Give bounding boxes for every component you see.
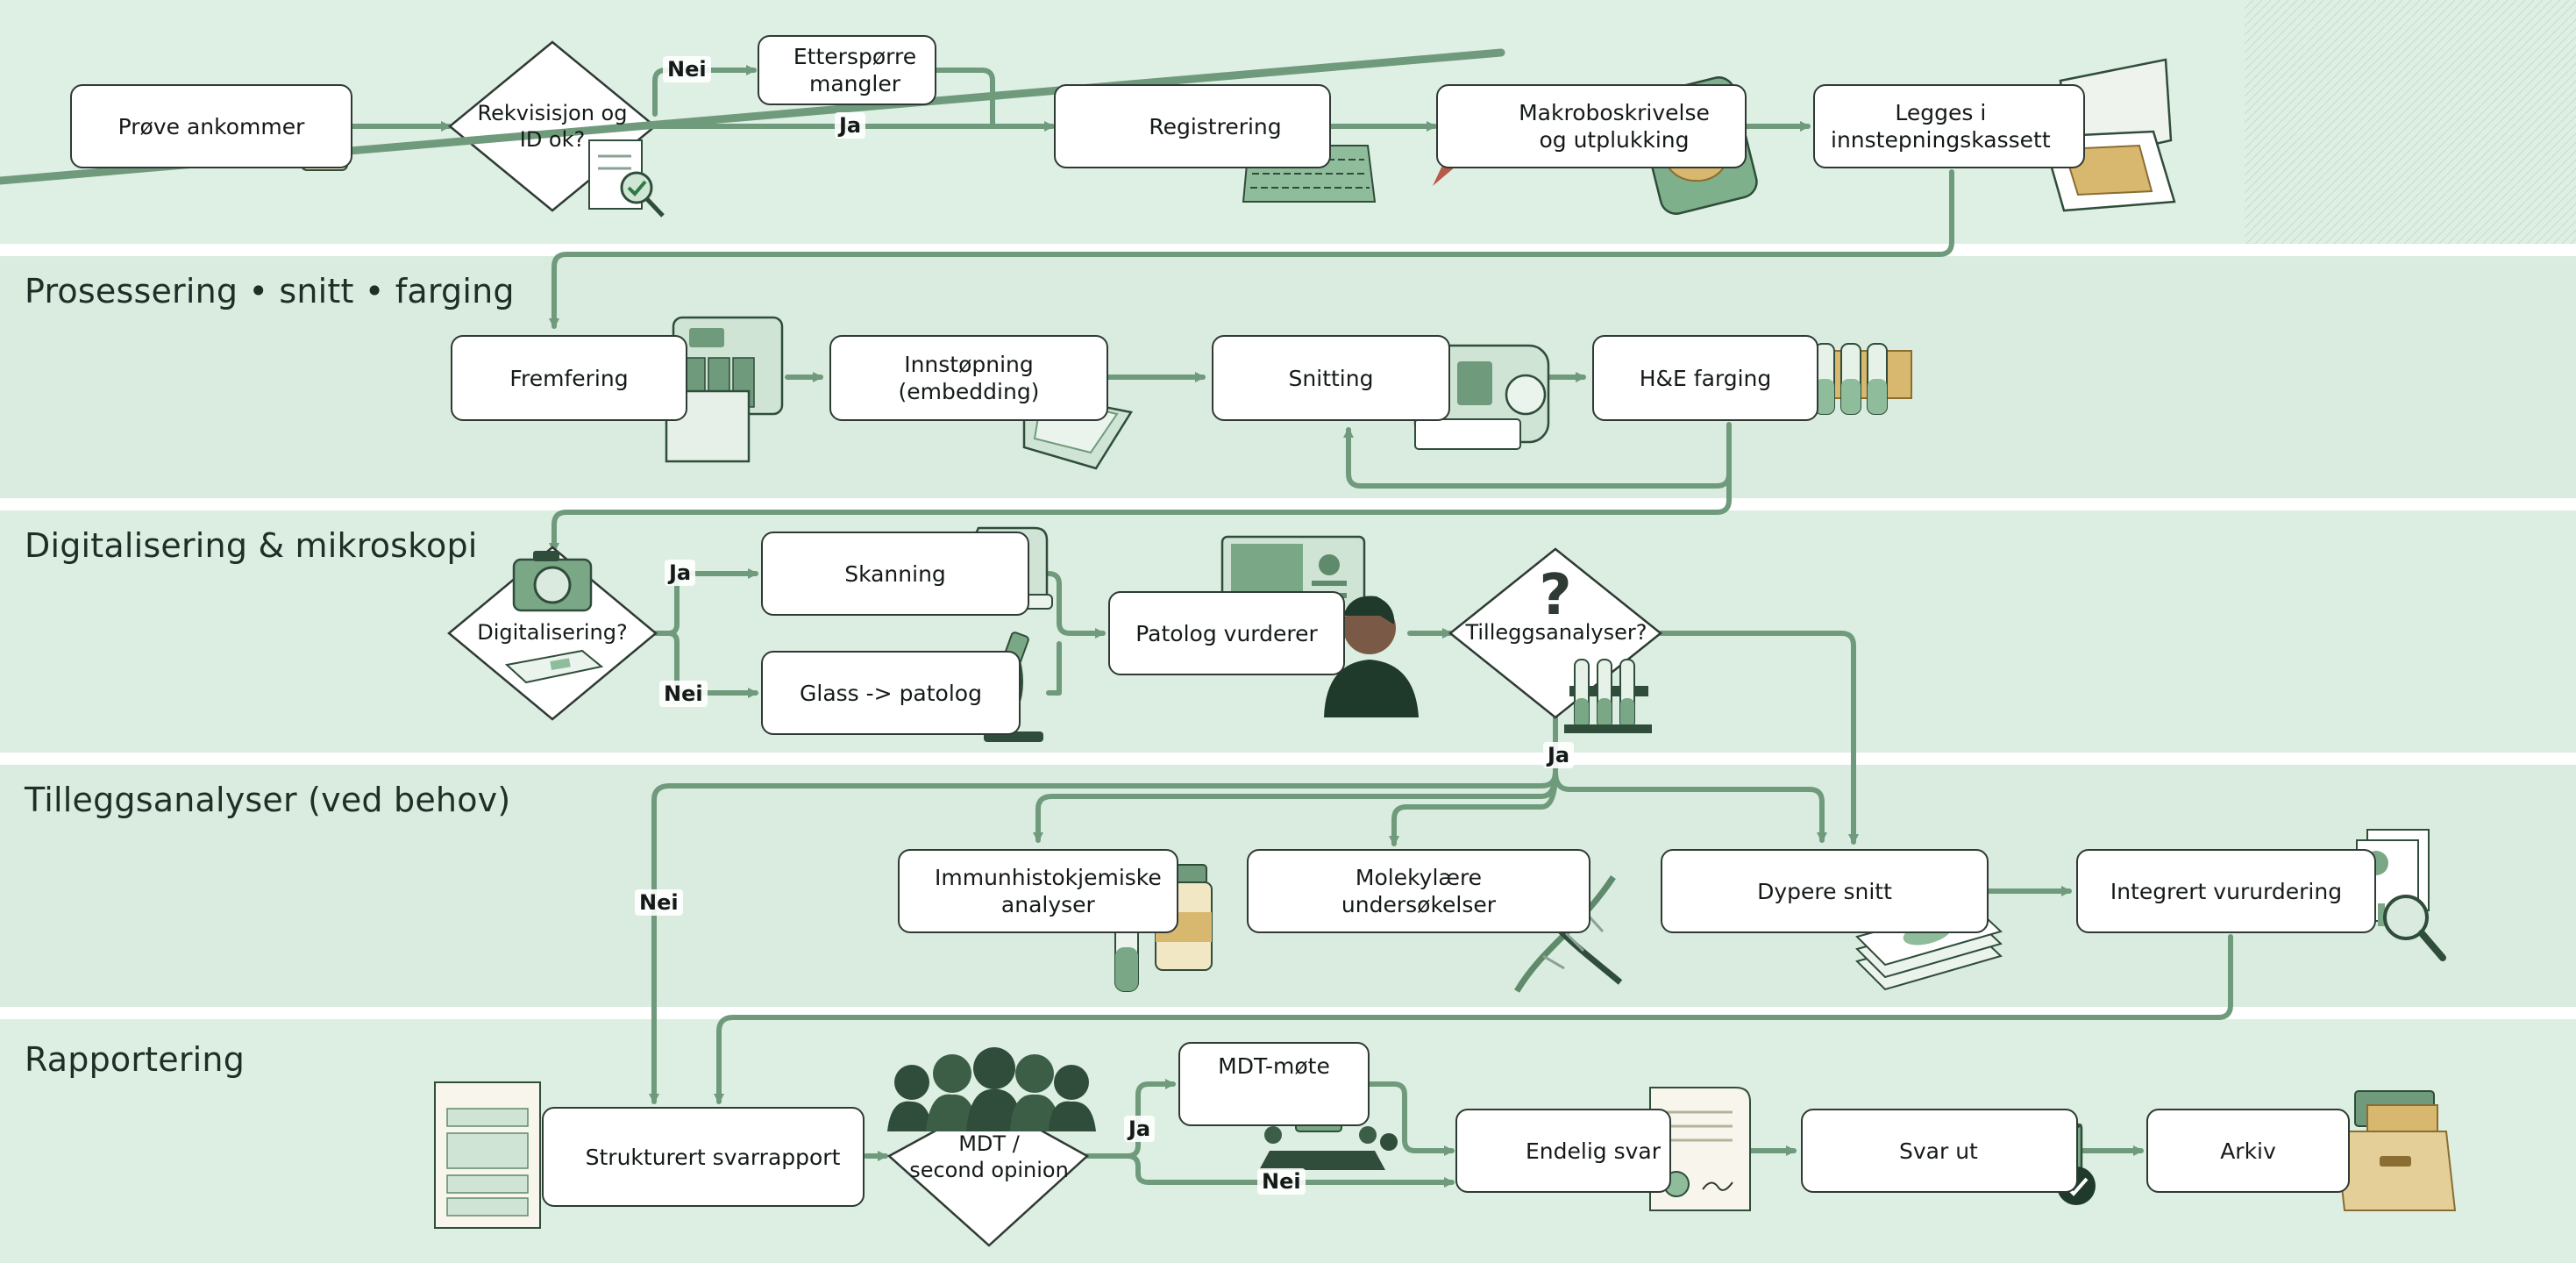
node-ettersporre[interactable]: Etterspørre mangler bbox=[758, 35, 936, 105]
node-arkiv[interactable]: Arkiv bbox=[2146, 1109, 2350, 1193]
arrow-ja-dypere bbox=[1553, 769, 1827, 843]
report-magnifier-icon bbox=[2356, 829, 2446, 961]
node-digitalisering[interactable]: Digitalisering? bbox=[477, 620, 628, 645]
lane-title-reporting: Rapportering bbox=[25, 1040, 246, 1079]
edge-label-nei-mdt: Nei bbox=[1257, 1168, 1306, 1195]
node-mdt-second[interactable]: MDT / second opinion bbox=[909, 1131, 1069, 1182]
arrow-mdt-nei-endelig bbox=[1085, 1153, 1455, 1188]
edge-label-ja-rekv: Ja bbox=[835, 112, 866, 139]
node-patolog[interactable]: Patolog vurderer bbox=[1108, 591, 1345, 675]
archive-box-icon bbox=[2334, 1090, 2457, 1211]
node-innstopning[interactable]: Innstøpning (embedding) bbox=[829, 335, 1108, 421]
node-he-farging[interactable]: H&E farging bbox=[1592, 335, 1818, 421]
arrow-ja-molekylaere bbox=[1389, 769, 1558, 846]
arrow-skanning-patolog bbox=[1028, 571, 1106, 639]
arrow-integrert-strukturert bbox=[714, 934, 2233, 1104]
certificate-icon bbox=[1649, 1087, 1751, 1211]
arrow-mote-endelig bbox=[1367, 1081, 1455, 1156]
slides-stack-icon bbox=[1855, 903, 2003, 991]
arrow-glass-patolog bbox=[1046, 641, 1062, 696]
node-makro[interactable]: Makroboskrivelse og utplukking bbox=[1436, 84, 1747, 168]
tissue-processor-icon bbox=[665, 316, 784, 463]
node-registrering[interactable]: Registrering bbox=[1054, 84, 1331, 168]
edge-label-nei-dig: Nei bbox=[659, 681, 708, 707]
lane-title-additional: Tilleggsanalyser (ved behov) bbox=[25, 781, 511, 819]
edge-label-nei-tillegg: Nei bbox=[635, 889, 683, 916]
lane-title-processing: Prosessering • snitt • farging bbox=[25, 272, 515, 310]
lane-title-digital: Digitalisering & mikroskopi bbox=[25, 526, 478, 565]
arrow-ettersporre-back bbox=[934, 68, 995, 129]
test-tubes-icon bbox=[1564, 659, 1652, 733]
node-legges[interactable]: Legges i innstepningskassett bbox=[1813, 84, 2085, 168]
node-molekylaere[interactable]: Molekylære undersøkelser bbox=[1247, 849, 1590, 933]
arrow-legges-fremfering bbox=[549, 169, 1954, 329]
diamond-digitalisering bbox=[447, 546, 658, 721]
edge-label-ja-dig: Ja bbox=[665, 560, 696, 586]
node-strukturert[interactable]: Strukturert svarrapport bbox=[542, 1107, 865, 1207]
arrow-he-digitalisering bbox=[549, 471, 1732, 553]
edge-label-nei-rekv: Nei bbox=[663, 56, 711, 82]
node-fremfering[interactable]: Fremfering bbox=[451, 335, 687, 421]
node-endelig[interactable]: Endelig svar bbox=[1455, 1109, 1671, 1193]
node-mdt-mote[interactable]: MDT-møte bbox=[1178, 1042, 1370, 1126]
diamond-mdt bbox=[886, 1100, 1090, 1247]
arrow-tillegg-dypere bbox=[1658, 631, 1859, 845]
node-glass[interactable]: Glass -> patolog bbox=[761, 651, 1021, 735]
node-immunhisto[interactable]: Immunhistokjemiske analyser bbox=[898, 849, 1178, 933]
node-svar-ut[interactable]: Svar ut bbox=[1801, 1109, 2078, 1193]
edge-label-ja-mdt: Ja bbox=[1124, 1116, 1156, 1142]
node-dypere[interactable]: Dypere snitt bbox=[1661, 849, 1989, 933]
node-tilleggsanalyser[interactable]: Tilleggsanalyser? bbox=[1465, 620, 1647, 645]
question-icon: ? bbox=[1539, 563, 1571, 628]
node-prove-ankommer[interactable]: Prøve ankommer bbox=[70, 84, 352, 168]
camera-icon bbox=[512, 551, 593, 612]
svg-text:?: ? bbox=[1539, 563, 1571, 628]
slide-icon bbox=[504, 649, 604, 684]
decision-shapes bbox=[447, 40, 1663, 1247]
node-rekvisisjon[interactable]: Rekvisisjon og ID ok? bbox=[477, 101, 628, 152]
report-form-icon bbox=[434, 1081, 541, 1229]
node-integrert[interactable]: Integrert vururdering bbox=[2076, 849, 2376, 933]
node-skanning[interactable]: Skanning bbox=[761, 532, 1029, 616]
document-check-icon bbox=[588, 139, 665, 218]
people-group-icon bbox=[887, 1047, 1096, 1131]
pathologist-icon bbox=[1324, 596, 1419, 717]
node-snitting[interactable]: Snitting bbox=[1212, 335, 1450, 421]
edge-label-ja-tillegg: Ja bbox=[1543, 742, 1575, 768]
